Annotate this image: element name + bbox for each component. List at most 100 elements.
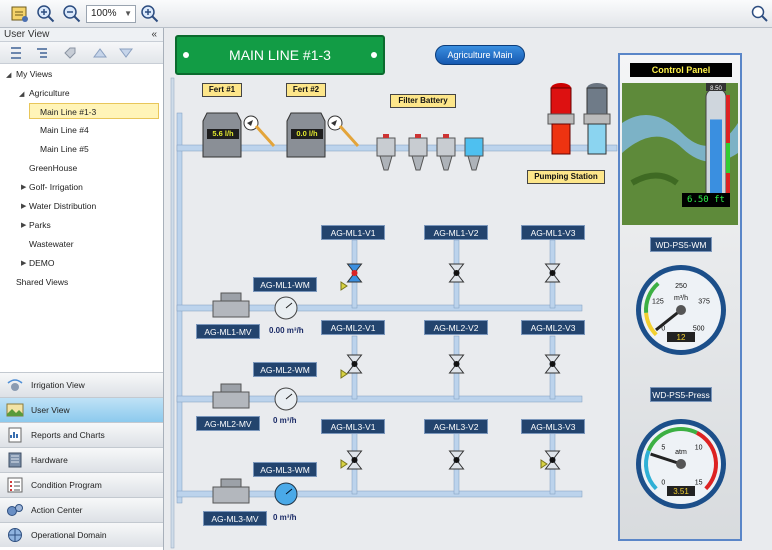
agriculture-main-button[interactable]: Agriculture Main	[435, 45, 525, 65]
tree-item-agriculture[interactable]: Agriculture	[29, 88, 70, 98]
pump-red[interactable]	[547, 83, 575, 155]
zoom-out-icon[interactable]	[62, 4, 82, 24]
zoom-select[interactable]: 100% ▼	[86, 5, 136, 23]
tree-item-parks[interactable]: Parks	[29, 220, 51, 230]
level-readout: 6.50 ft	[682, 193, 730, 207]
nav-label: Condition Program	[31, 480, 102, 490]
gauge-band	[644, 281, 660, 313]
nav-label: Action Center	[31, 505, 83, 515]
tree-item-wastewater[interactable]: Wastewater	[29, 239, 74, 249]
move-up-icon[interactable]	[92, 45, 108, 61]
search-icon[interactable]	[750, 4, 770, 24]
tree-item-main-line-1-3[interactable]: Main Line #1-3	[29, 103, 159, 119]
nav-condition-program[interactable]: Condition Program	[0, 472, 163, 497]
valve-ml1-v2[interactable]	[448, 263, 465, 283]
valve-label-ml2-v1[interactable]: AG-ML2-V1	[321, 320, 385, 335]
gauge-band	[695, 431, 718, 491]
gauge-tick-label: 10	[695, 444, 703, 451]
expanded-arrow-icon[interactable]: ◢	[6, 72, 12, 79]
fertilizer-pump-1[interactable]	[202, 112, 276, 158]
valve-label-ml3-v2[interactable]: AG-ML3-V2	[424, 419, 488, 434]
control-panel-title: Control Panel	[630, 63, 732, 77]
collapse-icon[interactable]: «	[151, 29, 157, 40]
gauge-tick-label: 15	[695, 480, 703, 487]
tree-item-my-views[interactable]: My Views	[16, 69, 53, 79]
valve-ml1-v3[interactable]	[544, 263, 561, 283]
water-meter-1[interactable]	[274, 296, 298, 320]
water-meter-label-ml2[interactable]: AG-ML2-WM	[253, 362, 317, 377]
zoom-in-icon[interactable]	[36, 4, 56, 24]
gauge-band	[644, 449, 658, 491]
main-line-banner[interactable]: MAIN LINE #1-3	[175, 35, 385, 75]
chevron-down-icon: ▼	[124, 9, 132, 18]
filter-battery[interactable]	[376, 134, 484, 171]
expanded-arrow-icon[interactable]: ◢	[19, 91, 25, 98]
tree-item-main-line-5[interactable]: Main Line #5	[40, 144, 89, 154]
collapsed-arrow-icon[interactable]: ▶	[21, 260, 27, 267]
gauge-tick-label: 0	[661, 326, 665, 333]
tree-item-main-line-4[interactable]: Main Line #4	[40, 125, 89, 135]
valve-label-ml3-v3[interactable]: AG-ML3-V3	[521, 419, 585, 434]
gauge-readout: 12	[677, 333, 686, 342]
master-valve-1[interactable]	[212, 292, 250, 318]
collapse-all-icon[interactable]	[34, 45, 50, 61]
nav-label: Reports and Charts	[31, 430, 105, 440]
tank-top-value: 8.50	[710, 86, 722, 92]
gears-icon	[7, 504, 23, 516]
nav-action-center[interactable]: Action Center	[0, 497, 163, 522]
valve-ml2-v2[interactable]	[448, 354, 465, 374]
valve-ml2-v3[interactable]	[544, 354, 561, 374]
banner-dot	[183, 52, 189, 58]
master-valve-label-ml2[interactable]: AG-ML2-MV	[196, 416, 260, 431]
nav-operational-domain[interactable]: Operational Domain	[0, 522, 163, 547]
collapsed-arrow-icon[interactable]: ▶	[21, 222, 27, 229]
pipe-network	[170, 77, 618, 549]
tree-item-greenhouse[interactable]: GreenHouse	[29, 163, 78, 173]
tree-item-golf-irrigation[interactable]: Golf- Irrigation	[29, 182, 83, 192]
water-meter-2[interactable]	[274, 387, 298, 411]
nav-reports-and-charts[interactable]: Reports and Charts	[0, 422, 163, 447]
nav-irrigation-view[interactable]: Irrigation View	[0, 372, 163, 397]
valve-label-ml2-v3[interactable]: AG-ML2-V3	[521, 320, 585, 335]
valve-ml2-v1[interactable]	[346, 354, 363, 374]
move-down-icon[interactable]	[118, 45, 134, 61]
expand-all-icon[interactable]	[8, 45, 24, 61]
valve-ml3-v3[interactable]	[544, 450, 561, 470]
tree-item-shared-views[interactable]: Shared Views	[16, 277, 69, 287]
valve-ml1-v1[interactable]	[346, 263, 363, 283]
gauge-band	[644, 312, 658, 337]
water-meter-label-ml3[interactable]: AG-ML3-WM	[253, 462, 317, 477]
zoom-fit-icon[interactable]	[140, 4, 160, 24]
navigation-menu: Irrigation View User View Reports and Ch…	[0, 372, 163, 547]
fertilizer-pump-2[interactable]	[286, 112, 360, 158]
collapsed-arrow-icon[interactable]: ▶	[21, 203, 27, 210]
flow-reading-ml3: 0 m³/h	[273, 513, 297, 522]
master-valve-2[interactable]	[212, 383, 250, 409]
gauge-readout-box	[667, 332, 695, 342]
nav-hardware[interactable]: Hardware	[0, 447, 163, 472]
valve-label-ml2-v2[interactable]: AG-ML2-V2	[424, 320, 488, 335]
gauge-tick-label: 0	[661, 480, 665, 487]
valve-label-ml1-v3[interactable]: AG-ML1-V3	[521, 225, 585, 240]
nav-user-view[interactable]: User View	[0, 397, 163, 422]
fert-2-rate: 0.0 l/h	[296, 129, 318, 138]
valve-label-ml1-v1[interactable]: AG-ML1-V1	[321, 225, 385, 240]
master-valve-label-ml3[interactable]: AG-ML3-MV	[203, 511, 267, 526]
master-valve-label-ml1[interactable]: AG-ML1-MV	[196, 324, 260, 339]
fert-1-label: Fert #1	[202, 83, 242, 97]
master-valve-3[interactable]	[212, 478, 250, 504]
tree-item-demo[interactable]: DEMO	[29, 258, 55, 268]
valve-ml3-v2[interactable]	[448, 450, 465, 470]
tag-icon[interactable]	[62, 45, 78, 61]
pump-grey[interactable]	[583, 83, 611, 155]
collapsed-arrow-icon[interactable]: ▶	[21, 184, 27, 191]
main-line-title: MAIN LINE #1-3	[229, 47, 331, 63]
water-meter-3[interactable]	[274, 482, 298, 506]
water-meter-label-ml1[interactable]: AG-ML1-WM	[253, 277, 317, 292]
settings-icon[interactable]	[10, 4, 30, 24]
valve-ml3-v1[interactable]	[346, 450, 363, 470]
valve-label-ml3-v1[interactable]: AG-ML3-V1	[321, 419, 385, 434]
valve-label-ml1-v2[interactable]: AG-ML1-V2	[424, 225, 488, 240]
tree-item-water-distribution[interactable]: Water Distribution	[29, 201, 97, 211]
